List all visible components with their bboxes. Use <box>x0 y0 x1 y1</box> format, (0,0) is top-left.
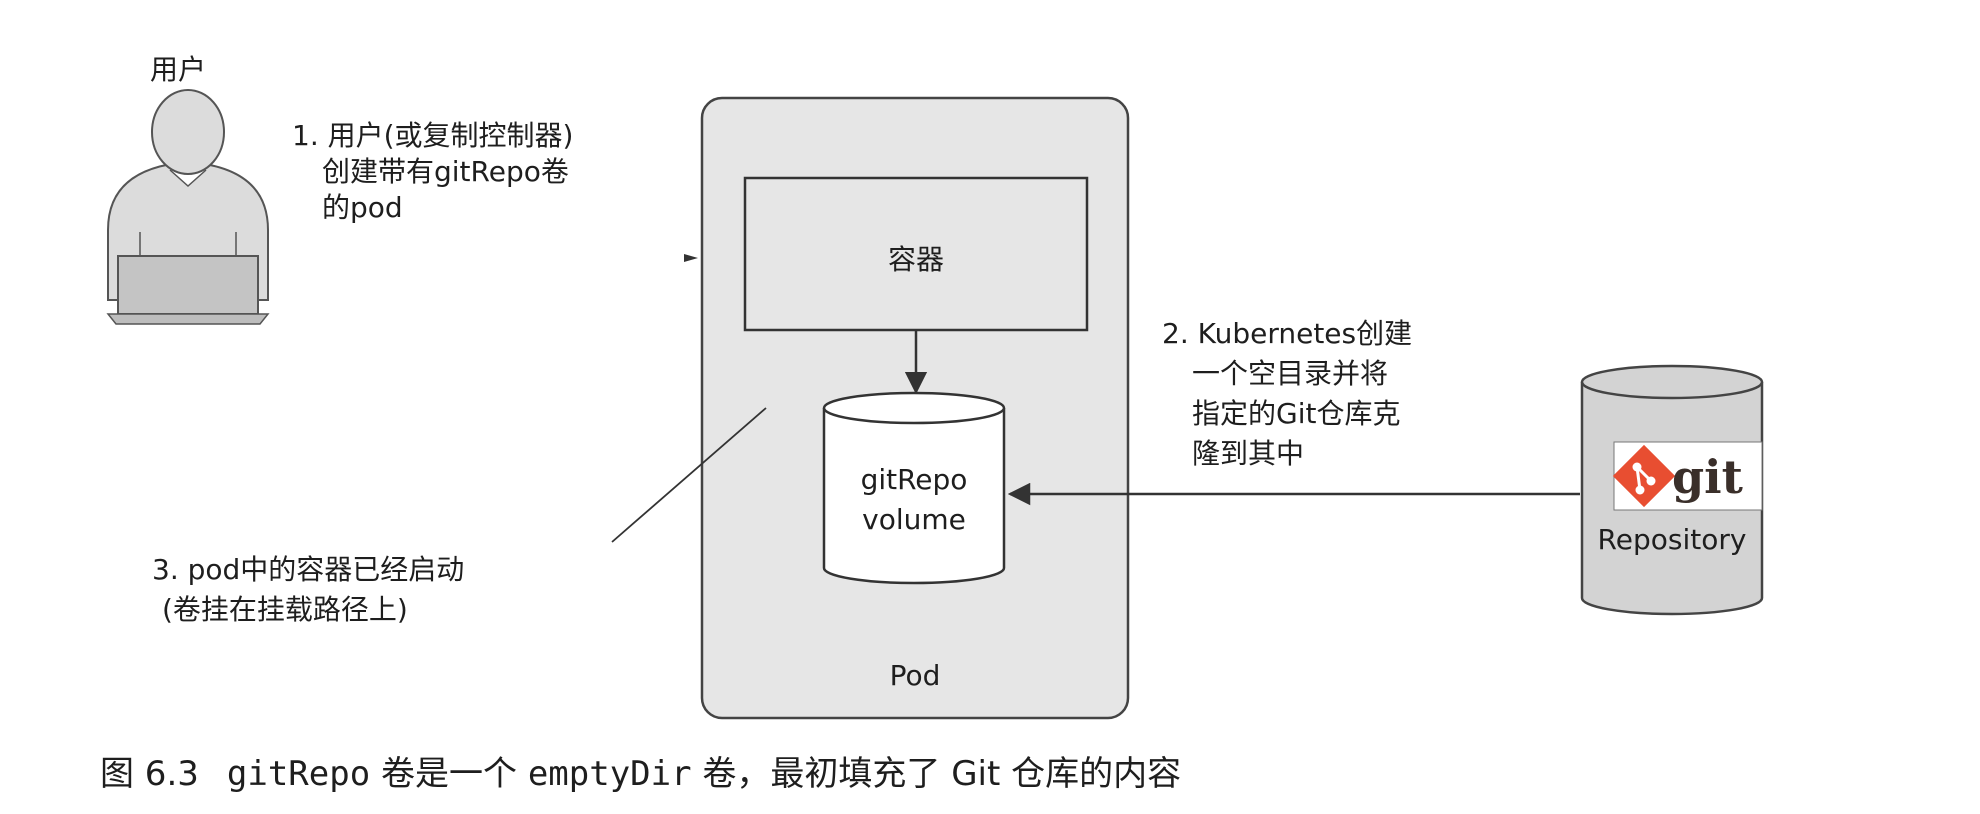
volume-label-line: volume <box>862 503 966 536</box>
user-label: 用户 <box>150 53 207 86</box>
step1-annotation: 1. 用户(或复制控制器) 创建带有gitRepo卷 的pod <box>292 118 573 226</box>
step1-line: 的pod <box>322 191 403 224</box>
container-box <box>743 176 1089 332</box>
volume-label: gitRepo volume <box>824 460 1004 540</box>
repository-label: Repository <box>1597 523 1747 556</box>
step2-line: 2. Kubernetes创建 <box>1162 317 1413 350</box>
step2-line: 指定的Git仓库克 <box>1192 397 1401 430</box>
step2-annotation: 2. Kubernetes创建 一个空目录并将 指定的Git仓库克 隆到其中 <box>1162 314 1412 474</box>
step1-line: 创建带有gitRepo卷 <box>322 155 569 188</box>
step3-leader-line <box>611 407 767 543</box>
pod-label: Pod <box>889 659 941 692</box>
git-logo-icon <box>1612 441 1763 511</box>
figure-caption: 图 6.3 gitRepo 卷是一个 emptyDir 卷，最初填充了 Git 仓… <box>100 752 1181 796</box>
caption-term-emptydir: emptyDir <box>527 754 692 794</box>
step3-line: 3. pod中的容器已经启动 <box>152 553 465 586</box>
pod-pointer-mark <box>684 254 698 262</box>
user-icon <box>106 89 270 325</box>
step2-line: 隆到其中 <box>1192 437 1305 470</box>
step1-line: 1. 用户(或复制控制器) <box>292 119 574 152</box>
step2-line: 一个空目录并将 <box>1192 357 1389 390</box>
caption-figure-number: 图 6.3 <box>100 754 199 794</box>
caption-text-1: 卷是一个 <box>381 754 517 794</box>
step3-annotation: 3. pod中的容器已经启动 (卷挂在挂载路径上) <box>152 550 464 630</box>
caption-term-gitrepo: gitRepo <box>226 754 371 794</box>
step3-line: (卷挂在挂载路径上) <box>162 593 408 626</box>
git-logo-text: git <box>1672 450 1743 504</box>
container-label: 容器 <box>887 243 944 276</box>
volume-cylinder <box>822 391 1006 585</box>
caption-text-2: 卷，最初填充了 Git 仓库的内容 <box>702 754 1182 794</box>
volume-label-line: gitRepo <box>860 463 968 496</box>
